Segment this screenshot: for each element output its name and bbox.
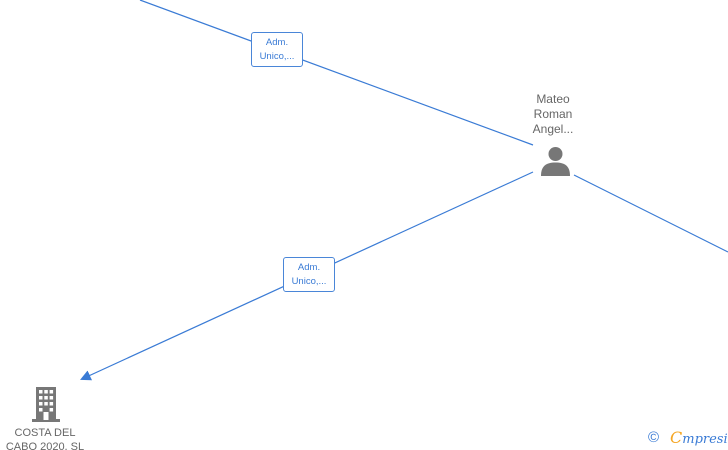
edge-person-to-right xyxy=(573,174,728,253)
relation-role-line2: Unico,... xyxy=(291,276,327,287)
brand-initial: C xyxy=(670,428,683,447)
copyright-icon: © xyxy=(648,429,660,446)
person-name-line2: Roman xyxy=(533,107,573,121)
edge-top-left-to-person xyxy=(139,0,534,146)
company-name[interactable]: COSTA DEL CABO 2020, SL xyxy=(0,426,90,450)
person-name-line1: Mateo xyxy=(536,92,570,106)
company-name-line1: COSTA DEL xyxy=(14,427,76,439)
person-icon[interactable] xyxy=(540,146,571,176)
brand-logo: Cmpresia xyxy=(670,429,728,449)
relation-role-line1: Adm. xyxy=(265,37,289,48)
relation-role-line2: Unico,... xyxy=(259,51,295,62)
relation-label[interactable]: Adm. Unico,... xyxy=(283,257,335,292)
brand-rest: mpresia xyxy=(682,432,728,447)
company-name-line2: CABO 2020, SL xyxy=(5,441,85,450)
relation-label[interactable]: Adm. Unico,... xyxy=(251,32,303,67)
building-icon[interactable] xyxy=(30,386,62,422)
relation-role-line1: Adm. xyxy=(297,262,321,273)
empresia-watermark: © Cmpresia xyxy=(648,428,728,448)
person-name-line3: Angel... xyxy=(532,122,574,136)
person-name[interactable]: Mateo Roman Angel... xyxy=(514,92,592,137)
